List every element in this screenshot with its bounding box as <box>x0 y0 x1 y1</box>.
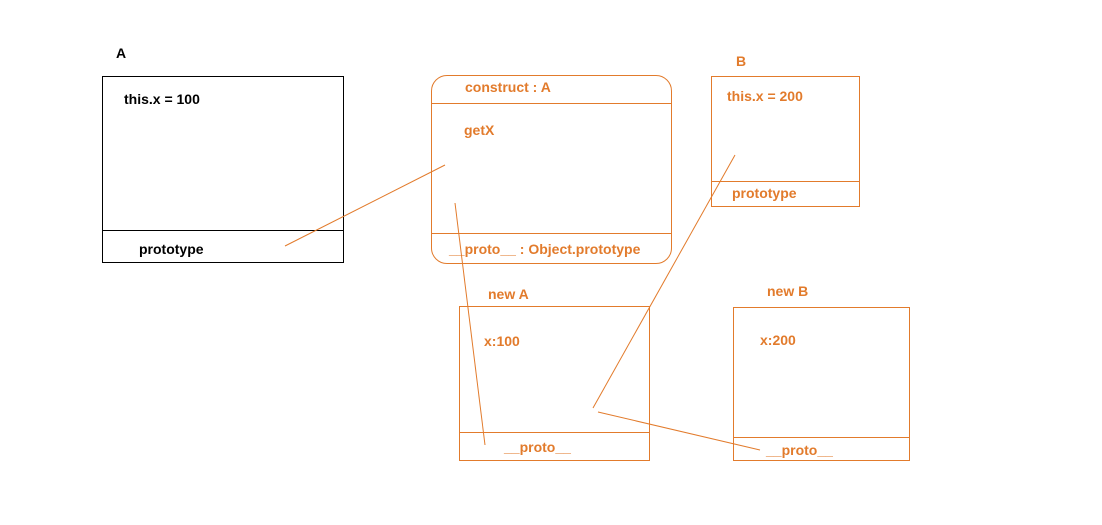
node-a-divider <box>102 230 344 231</box>
new-a-footer: __proto__ <box>504 439 571 455</box>
node-a-box <box>102 76 344 263</box>
new-b-body: x:200 <box>760 332 796 348</box>
connector-new-a-to-new-b-proto <box>597 411 761 451</box>
node-a-footer: prototype <box>139 241 204 257</box>
new-a-box <box>459 306 650 461</box>
prototype-object-header: construct : A <box>465 79 551 95</box>
prototype-object-footer: __proto__ : Object.prototype <box>449 241 641 257</box>
prototype-object-box <box>431 75 672 264</box>
node-b-footer: prototype <box>732 185 797 201</box>
prototype-object-header-divider <box>431 103 672 104</box>
new-b-box <box>733 307 910 461</box>
new-b-divider <box>733 437 910 438</box>
connector-b-to-new-a <box>592 154 736 409</box>
prototype-object-body: getX <box>464 122 495 138</box>
node-b-body: this.x = 200 <box>727 88 803 104</box>
new-a-body: x:100 <box>484 333 520 349</box>
node-b-box <box>711 76 860 207</box>
node-b-title: B <box>736 53 747 69</box>
prototype-object-footer-divider <box>431 233 672 234</box>
connector-a-prototype-to-object <box>284 164 446 247</box>
node-a-title: A <box>116 45 127 61</box>
connector-object-to-new-a-proto <box>454 202 486 446</box>
new-a-divider <box>459 432 650 433</box>
new-b-title: new B <box>767 283 809 299</box>
node-a-body: this.x = 100 <box>124 91 200 107</box>
new-b-footer: __proto__ <box>766 442 833 458</box>
node-b-divider <box>711 181 860 182</box>
new-a-title: new A <box>488 286 529 302</box>
